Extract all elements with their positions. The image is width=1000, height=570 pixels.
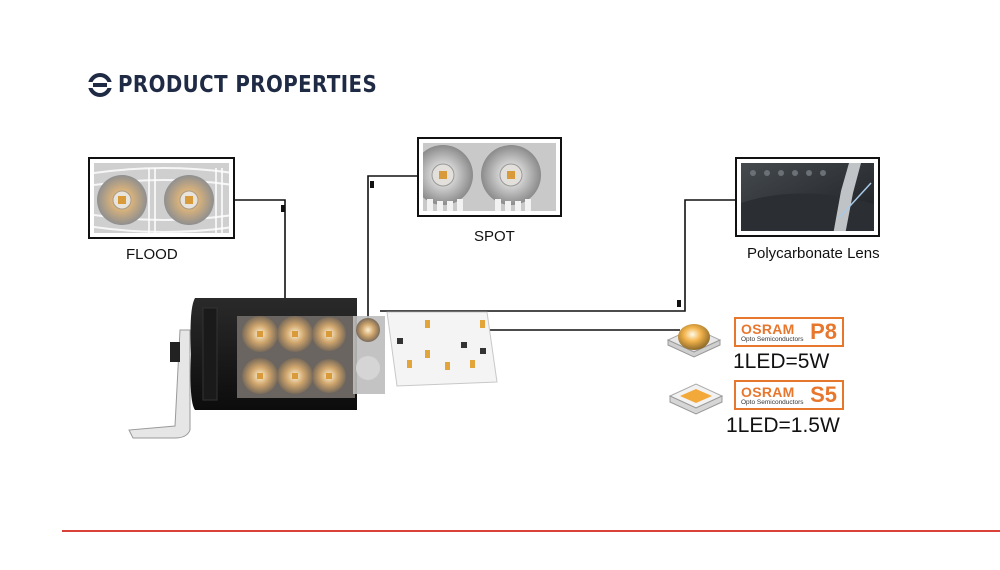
circle-arrow-logo-icon xyxy=(88,73,112,97)
osram-s5-model: S5 xyxy=(810,382,837,407)
osram-s5-brand: OSRAM xyxy=(741,384,795,400)
p8-power-spec: 1LED=5W xyxy=(733,350,830,373)
polycarbonate-lens-label: Polycarbonate Lens xyxy=(747,245,880,262)
footer-rule xyxy=(62,530,1000,532)
osram-s5-badge: OSRAM Opto Semiconductors S5 xyxy=(734,380,844,410)
osram-s5-subtitle: Opto Semiconductors xyxy=(741,399,804,406)
s5-power-spec: 1LED=1.5W xyxy=(726,414,840,437)
osram-p8-brand: OSRAM xyxy=(741,321,795,337)
osram-p8-badge: OSRAM Opto Semiconductors P8 xyxy=(734,317,844,347)
osram-s5-led-chip-image xyxy=(668,383,724,415)
page-title: PRODUCT PROPERTIES xyxy=(118,72,378,98)
osram-p8-led-chip-image xyxy=(666,324,722,358)
polycarbonate-lens-image xyxy=(735,157,880,237)
spot-label: SPOT xyxy=(474,228,515,245)
spot-optic-image xyxy=(417,137,562,217)
page-header: PRODUCT PROPERTIES xyxy=(88,72,419,98)
led-light-bar-image xyxy=(128,298,498,439)
flood-label: FLOOD xyxy=(126,246,178,263)
osram-p8-model: P8 xyxy=(810,319,837,344)
flood-optic-image xyxy=(88,157,235,239)
osram-p8-subtitle: Opto Semiconductors xyxy=(741,336,804,343)
